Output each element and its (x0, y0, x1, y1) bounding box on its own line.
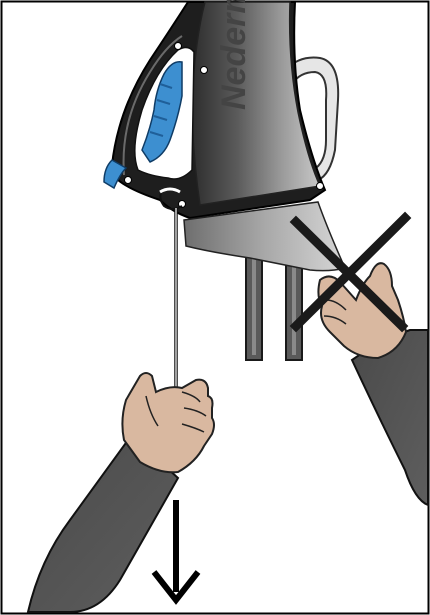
brand-label: Nederm (215, 0, 253, 110)
